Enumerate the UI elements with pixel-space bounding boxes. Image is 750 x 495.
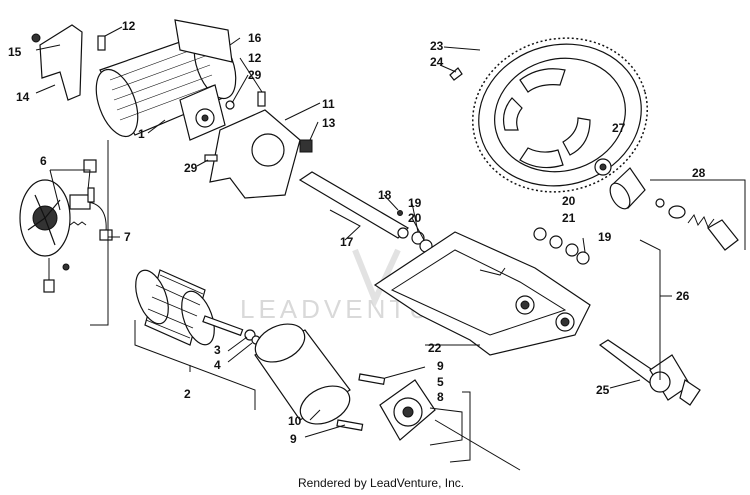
label-2: 2 [184,387,191,401]
brush-holder [19,159,113,293]
part-13-nut [299,139,313,153]
label-7: 7 [124,230,131,244]
part-22-support-bracket [373,231,591,356]
label-11: 11 [322,97,335,111]
label-13: 13 [322,116,336,130]
label-19a: 19 [408,196,422,210]
watermark-logo [352,248,401,308]
label-26: 26 [676,289,690,303]
part-27-clutch [594,158,665,210]
label-14: 14 [16,90,30,104]
label-5: 5 [437,375,444,389]
label-29b: 29 [184,161,198,175]
label-25: 25 [596,383,610,397]
part-18-pin [397,210,403,216]
part-17-shaft [298,171,409,239]
part-labels: 12 15 14 16 12 29 11 13 1 29 6 7 18 19 2… [8,19,706,446]
label-24: 24 [430,55,444,69]
label-10: 10 [288,414,302,428]
label-22: 22 [428,341,442,355]
label-29a: 29 [248,68,262,82]
label-4: 4 [214,358,221,372]
label-3: 3 [214,343,221,357]
part-11-hole [251,133,285,167]
label-18: 18 [378,188,392,202]
label-28: 28 [692,166,706,180]
label-20b: 20 [562,194,576,208]
label-27: 27 [612,121,626,135]
label-9b: 9 [290,432,297,446]
part-25-pinion-shaft [598,339,701,406]
leader-lines [35,26,746,463]
part-15-bolt [31,33,41,43]
label-21: 21 [562,211,576,225]
armature [135,269,261,346]
label-12a: 12 [122,19,136,33]
part-24-bolt [449,67,463,81]
part-28-spring-cap [668,205,739,251]
washers-right [533,227,590,265]
part-14-bracket [39,24,83,101]
label-16: 16 [248,31,262,45]
part-29-screw [204,154,218,162]
part-23-ring-gear [449,37,648,193]
label-23: 23 [430,39,444,53]
label-8: 8 [437,390,444,404]
part-16-cover [174,19,233,63]
label-1: 1 [138,127,145,141]
part-10-yoke [254,323,351,425]
part-5-end-cover [336,373,521,471]
label-9a: 9 [437,359,444,373]
credit-text: Rendered by LeadVenture, Inc. [298,476,464,490]
label-20a: 20 [408,211,422,225]
label-6: 6 [40,154,47,168]
label-12b: 12 [248,51,262,65]
label-15: 15 [8,45,22,59]
label-19b: 19 [598,230,612,244]
label-17: 17 [340,235,354,249]
